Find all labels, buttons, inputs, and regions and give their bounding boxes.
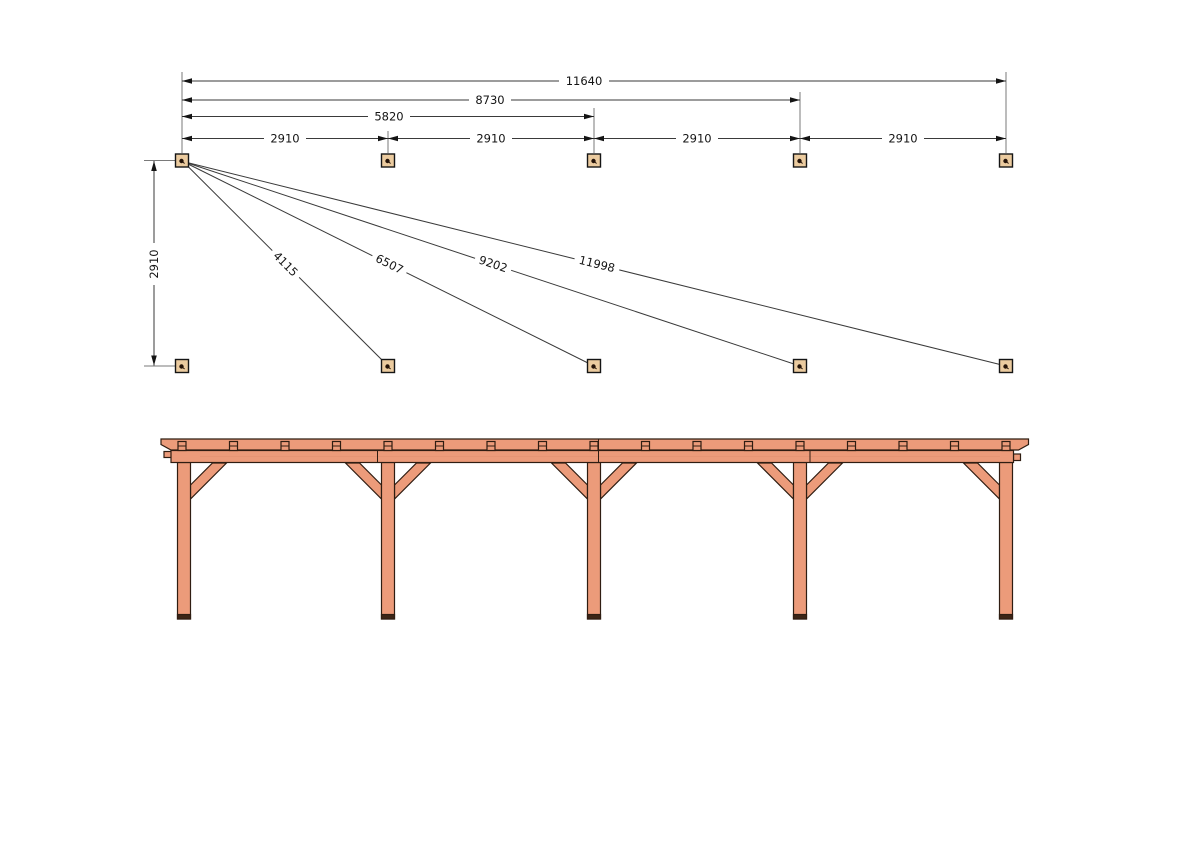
knee-brace xyxy=(393,462,432,501)
post xyxy=(792,461,808,620)
anchor-bolt-mark xyxy=(593,366,597,370)
extension-lines xyxy=(144,72,1007,367)
knee-brace xyxy=(756,462,795,501)
dim-label-bay-3: 2910 xyxy=(682,132,711,146)
anchor-bolt-mark xyxy=(799,366,803,370)
dimension-arrow xyxy=(594,135,604,142)
label-mask xyxy=(368,110,410,123)
dimension-arrow xyxy=(790,97,800,103)
post xyxy=(176,461,192,620)
dimension-arrow xyxy=(800,135,810,142)
dimension-arrows xyxy=(151,78,1006,366)
post-base xyxy=(998,613,1014,620)
post-base xyxy=(792,613,808,620)
diagonal-label-group: 9202 xyxy=(473,252,514,276)
beam-end-block xyxy=(1012,453,1022,462)
dimension-arrow xyxy=(151,355,157,366)
label-mask xyxy=(469,94,511,106)
label-mask xyxy=(559,75,609,87)
dim-label-total: 11640 xyxy=(566,74,603,88)
anchor-bolt-mark xyxy=(387,366,391,370)
beam-end-block xyxy=(163,450,173,459)
diagonal-label-11998: 11998 xyxy=(578,253,617,275)
dimension-arrow xyxy=(996,135,1006,142)
diagonal-label-group: 6507 xyxy=(369,250,410,278)
anchor-bolt-mark xyxy=(593,160,597,164)
diagonal-label-9202: 9202 xyxy=(477,253,509,276)
rafter-blocks xyxy=(177,440,1011,452)
anchor-bolt-mark xyxy=(799,160,803,164)
dim-label-bay-2: 2910 xyxy=(476,132,505,146)
dim-depth-group: 2910 xyxy=(147,243,161,285)
label-mask xyxy=(148,243,160,285)
dimension-arrow xyxy=(182,113,192,120)
anchor-bolt-mark xyxy=(181,366,185,370)
dimension-lines xyxy=(153,80,1006,366)
anchor-bolt-mark xyxy=(387,160,391,164)
dimension-arrow xyxy=(182,135,192,142)
dim-label-bay-4: 2910 xyxy=(888,132,917,146)
post-base xyxy=(176,613,192,620)
post xyxy=(380,461,396,620)
label-mask xyxy=(573,252,621,276)
knee-brace xyxy=(962,462,1001,501)
post-base xyxy=(380,613,396,620)
label-mask xyxy=(268,246,304,282)
anchor-bolt-mark xyxy=(1005,160,1009,164)
post-base xyxy=(586,613,602,620)
dimension-arrow xyxy=(182,78,192,84)
knee-brace xyxy=(189,462,228,501)
post-anchor-markers xyxy=(174,153,1014,374)
dimension-labels: 11640 8730 5820 2910 2910 2910 2910 2910… xyxy=(147,74,924,285)
post xyxy=(586,461,602,620)
dimension-arrow xyxy=(378,135,388,142)
dimension-arrow xyxy=(151,161,157,171)
anchor-bolt-mark xyxy=(181,160,185,164)
diagonal-label-group: 4115 xyxy=(268,246,304,282)
dimension-arrow xyxy=(388,135,398,142)
post xyxy=(998,461,1014,620)
posts xyxy=(176,461,1014,620)
diagonal-label-6507: 6507 xyxy=(373,251,405,277)
dimension-arrow xyxy=(584,135,594,142)
dim-label-5820: 5820 xyxy=(374,110,403,124)
dim-label-bay-1: 2910 xyxy=(270,132,299,146)
label-mask xyxy=(473,252,514,276)
dimension-arrow xyxy=(584,113,594,120)
label-mask xyxy=(264,132,306,145)
label-mask xyxy=(470,132,512,145)
knee-brace xyxy=(344,462,383,501)
diagonal-label-group: 11998 xyxy=(573,252,621,276)
label-mask xyxy=(369,250,410,278)
dimension-arrow xyxy=(182,97,192,103)
dim-label-8730: 8730 xyxy=(475,93,504,107)
knee-brace xyxy=(599,462,638,501)
knee-brace xyxy=(805,462,844,501)
dim-label-depth: 2910 xyxy=(147,249,161,278)
plan-view: 11640 8730 5820 2910 2910 2910 2910 2910… xyxy=(144,72,1014,374)
anchor-bolt-mark xyxy=(1005,366,1009,370)
dimension-arrow xyxy=(790,135,800,142)
label-mask xyxy=(882,132,924,145)
knee-brace xyxy=(550,462,589,501)
elevation-view xyxy=(160,438,1030,620)
dimension-arrow xyxy=(996,78,1006,84)
label-mask xyxy=(676,132,718,145)
